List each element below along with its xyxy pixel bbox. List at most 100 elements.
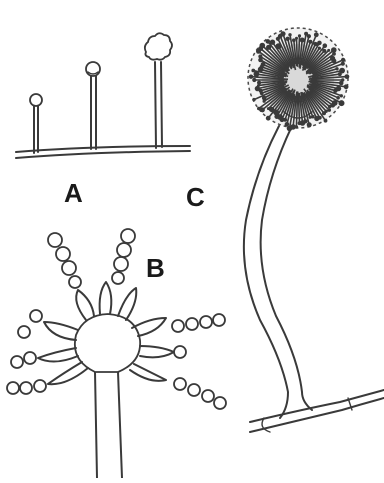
radiate-conidium — [251, 69, 255, 73]
phialide — [100, 282, 112, 314]
conidium — [7, 382, 19, 394]
panel-b-vesicle — [75, 314, 140, 372]
panel-a-stalk-1 — [34, 106, 38, 153]
radiate-conidium — [328, 105, 332, 109]
phialide — [38, 348, 78, 362]
conidium — [69, 276, 81, 288]
radiate-conidium — [335, 67, 338, 70]
radiate-conidium — [314, 116, 319, 121]
conidium — [117, 243, 131, 257]
radiate-conidium — [298, 34, 301, 37]
panel-b-stalk-right — [118, 372, 122, 478]
panel-c-hypha-bottom — [250, 398, 384, 432]
radiate-conidium — [309, 116, 312, 119]
conidium — [114, 257, 128, 271]
panel-label-a: A — [64, 180, 83, 206]
radiate-conidium — [314, 32, 319, 37]
radiate-conidium — [307, 34, 311, 38]
conidium — [34, 380, 46, 392]
radiate-conidium — [270, 40, 275, 45]
conidium — [56, 247, 70, 261]
radiate-conidium — [257, 81, 261, 85]
conidium — [200, 316, 212, 328]
radiate-conidium — [260, 107, 265, 112]
panel-c-stalk-right — [261, 126, 312, 410]
radiate-conidium — [258, 54, 262, 58]
phialide — [48, 362, 88, 384]
phialide — [140, 346, 174, 357]
panel-c-head — [248, 28, 349, 131]
conidium — [121, 229, 135, 243]
radiate-conidium — [323, 43, 328, 48]
radiate-conidium — [336, 96, 340, 100]
conidium — [172, 320, 184, 332]
radiate-conidium — [344, 84, 349, 89]
radiate-conidium — [252, 98, 255, 101]
radiate-conidium — [260, 43, 266, 49]
radiate-conidium — [341, 62, 345, 66]
radiate-conidium — [266, 116, 271, 121]
panel-label-c: C — [186, 184, 205, 210]
panel-a-head-1 — [30, 94, 42, 106]
radiate-conidium — [322, 111, 326, 115]
radiate-conidium — [345, 74, 350, 79]
panel-a-stalk-3 — [155, 62, 162, 148]
phialide — [76, 290, 94, 320]
conidium — [174, 346, 186, 358]
radiate-conidium — [298, 121, 302, 125]
radiate-conidium — [257, 107, 261, 111]
panel-c-drawing — [244, 28, 384, 432]
panel-a-hypha-bottom — [16, 151, 190, 158]
panel-b-drawing — [7, 229, 226, 478]
radiate-conidium — [267, 107, 270, 110]
radiate-conidium — [339, 100, 345, 106]
radiate-conidium — [292, 38, 296, 42]
conidium — [62, 261, 76, 275]
conidium — [174, 378, 186, 390]
conidium — [48, 233, 62, 247]
radiate-conidium — [331, 47, 337, 53]
radiate-spoke — [297, 38, 298, 67]
radiate-conidium — [249, 75, 253, 79]
panel-c-stalk-left — [244, 126, 288, 418]
phialide — [118, 288, 136, 320]
radiate-conidium — [327, 49, 330, 52]
conidium — [213, 314, 225, 326]
radiate-conidium — [307, 122, 312, 127]
panel-a-stalk-2 — [91, 76, 96, 149]
radiate-conidium — [317, 41, 322, 46]
conidium — [214, 397, 226, 409]
panel-b-stalk-left — [95, 372, 97, 478]
conidium — [188, 384, 200, 396]
conidium — [24, 352, 36, 364]
radiate-conidium — [332, 52, 336, 56]
radiate-conidium — [285, 122, 290, 127]
panel-label-b: B — [146, 255, 165, 281]
conidium — [186, 318, 198, 330]
panel-a-head-3 — [145, 33, 172, 59]
radiate-conidium — [295, 37, 298, 40]
conidium — [20, 382, 32, 394]
conidium — [112, 272, 124, 284]
radiate-conidium — [308, 40, 312, 44]
radiate-conidium — [288, 33, 291, 36]
conidium — [11, 356, 23, 368]
conidium — [30, 310, 42, 322]
radiate-conidium — [340, 94, 343, 97]
panel-c-hypha-top — [250, 390, 384, 422]
panel-a-drawing — [16, 33, 190, 158]
radiate-conidium — [318, 47, 321, 50]
panel-c-foot-cell — [262, 418, 270, 432]
radiate-conidium — [339, 81, 344, 86]
conidium — [18, 326, 30, 338]
radiate-conidium — [286, 37, 290, 41]
radiate-conidium — [266, 39, 271, 44]
radiate-conidium — [341, 58, 345, 62]
radiate-conidium — [324, 119, 328, 123]
conidium — [202, 390, 214, 402]
radiate-conidium — [327, 108, 331, 112]
radiate-conidium — [338, 72, 342, 76]
radiate-conidium — [252, 78, 256, 82]
